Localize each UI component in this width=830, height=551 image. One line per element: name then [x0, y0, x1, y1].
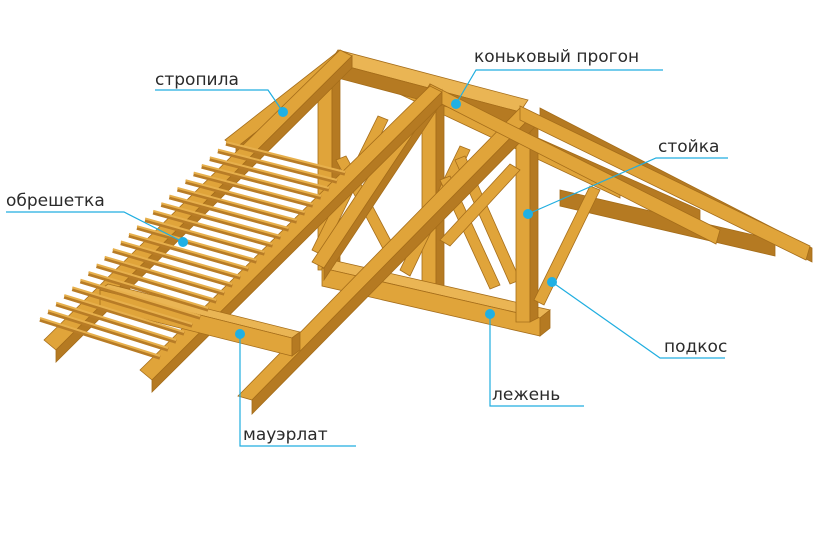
batten-slat: [120, 240, 241, 277]
batten-slat: [217, 148, 338, 181]
batten-slat: [80, 278, 201, 317]
batten-slat-shadow: [225, 141, 346, 176]
batten-slat: [193, 171, 314, 205]
marker-strut: [547, 277, 557, 287]
batten-slat: [201, 163, 322, 197]
labels: стропила коньковый прогон обрешетка стой…: [6, 47, 727, 445]
batten-slat: [47, 309, 169, 349]
batten-slat-shadow: [168, 195, 290, 232]
leader-wall-plate: [239, 334, 356, 447]
batten-slat-shadow: [47, 309, 169, 352]
marker-post: [523, 209, 533, 219]
batten-slat: [177, 186, 297, 221]
batten-slat: [55, 301, 177, 341]
batten-slat: [128, 232, 249, 269]
batten-slat-shadow: [128, 233, 250, 272]
batten-slat: [39, 317, 161, 357]
batten-slat: [144, 217, 265, 253]
batten-slat: [161, 202, 281, 237]
batten-slat-shadow: [193, 172, 314, 208]
label-battens: обрешетка: [6, 191, 105, 211]
leader-battens: [6, 211, 184, 243]
batten-slat: [96, 263, 217, 301]
label-sill-beam: лежень: [492, 385, 560, 405]
batten-slat-shadow: [63, 294, 185, 336]
label-strut: подкос: [664, 337, 727, 357]
batten-slat-shadow: [87, 271, 209, 312]
batten-slat-shadow: [136, 225, 258, 264]
batten-slat: [169, 194, 289, 229]
batten-slat: [104, 255, 225, 293]
batten-slat: [112, 248, 233, 285]
batten-slat: [63, 294, 185, 333]
leader-strut: [551, 281, 725, 359]
batten-slat: [72, 286, 193, 325]
batten-slat-shadow: [71, 286, 193, 328]
marker-ridge-purlin: [451, 99, 461, 109]
batten-slat-shadow: [96, 264, 217, 304]
leader-lines: [6, 69, 728, 447]
leader-ridge-purlin: [455, 69, 663, 105]
wall-plate: [99, 283, 301, 357]
batten-slat: [185, 179, 306, 213]
leader-rafters: [155, 89, 284, 113]
batten-slat-shadow: [176, 187, 298, 224]
batten-slat-shadow: [104, 256, 225, 296]
batten-slat-shadow: [55, 302, 177, 344]
battens: [39, 141, 346, 360]
marker-wall-plate: [235, 329, 245, 339]
batten-slat-shadow: [39, 317, 161, 360]
leader-post: [527, 157, 728, 215]
label-wall-plate: мауэрлат: [243, 425, 328, 445]
batten-slat: [225, 141, 346, 173]
leader-sill-beam: [489, 314, 584, 407]
batten-slat-shadow: [209, 156, 330, 192]
batten-slat: [136, 225, 257, 261]
batten-slat-shadow: [160, 202, 282, 240]
marker-rafters: [278, 107, 288, 117]
marker-sill-beam: [485, 309, 495, 319]
batten-slat-shadow: [120, 241, 242, 280]
label-rafters: стропила: [155, 70, 239, 90]
front-truss: [439, 123, 601, 323]
batten-slat: [88, 271, 209, 309]
batten-slat-shadow: [185, 179, 306, 216]
marker-battens: [178, 237, 188, 247]
batten-slat-shadow: [152, 210, 274, 248]
batten-slat: [209, 156, 330, 189]
batten-slat-shadow: [201, 164, 322, 200]
batten-slat: [152, 209, 273, 245]
batten-slat-shadow: [112, 248, 233, 288]
batten-slat-shadow: [79, 279, 201, 320]
label-post: стойка: [658, 137, 719, 157]
batten-slat-shadow: [217, 149, 338, 184]
label-ridge-purlin: коньковый прогон: [474, 47, 639, 67]
batten-slat-shadow: [144, 218, 266, 256]
